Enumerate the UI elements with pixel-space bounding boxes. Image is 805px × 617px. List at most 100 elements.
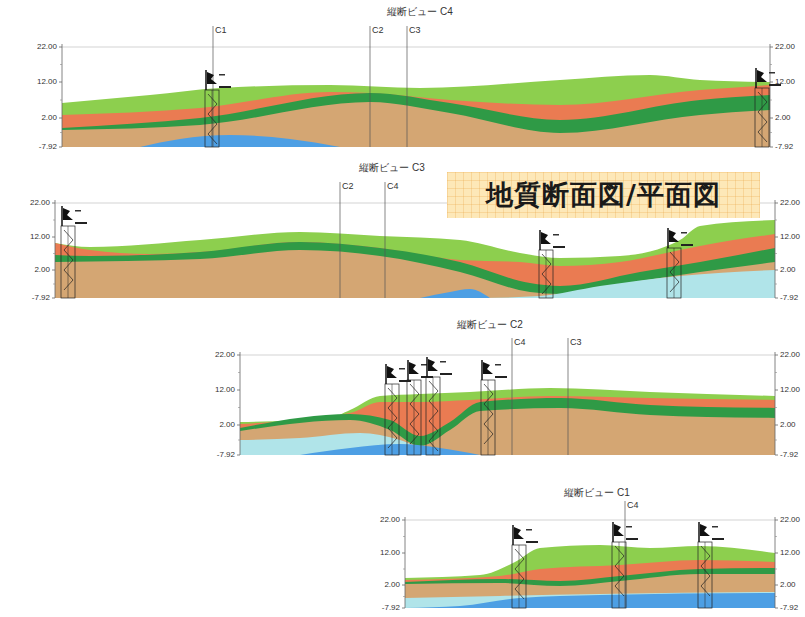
axis-tick bbox=[402, 520, 405, 521]
axis-tick bbox=[775, 553, 778, 554]
axis-value: 22.00 bbox=[215, 351, 235, 359]
axis-tick bbox=[52, 203, 55, 204]
section-marker-line bbox=[625, 501, 626, 608]
axis-value: 12.00 bbox=[775, 78, 795, 86]
axis-minor-tick bbox=[775, 284, 777, 285]
frame-line bbox=[405, 520, 775, 521]
borehole bbox=[481, 360, 507, 455]
strata-layer bbox=[240, 396, 775, 455]
strata-layer bbox=[405, 592, 775, 608]
section-title: 縦断ビュー C2 bbox=[457, 320, 523, 330]
axis-tick bbox=[237, 455, 240, 456]
axis-value: 2.00 bbox=[775, 114, 791, 122]
axis-value: -7.92 bbox=[32, 294, 50, 302]
section-marker: C3 bbox=[409, 26, 421, 35]
section-marker-line bbox=[568, 338, 569, 455]
axis-tick bbox=[775, 298, 778, 299]
frame-line bbox=[240, 355, 775, 356]
axis-minor-tick bbox=[403, 569, 405, 570]
axis-minor-tick bbox=[60, 132, 62, 133]
axis-value: -7.92 bbox=[780, 294, 798, 302]
axis-line bbox=[240, 352, 241, 455]
axis-value: 22.00 bbox=[780, 351, 800, 359]
axis-minor-tick bbox=[770, 132, 772, 133]
axis-minor-tick bbox=[775, 407, 777, 408]
axis-value: 12.00 bbox=[380, 549, 400, 557]
axis-value: 12.00 bbox=[30, 233, 50, 241]
section-marker: C4 bbox=[387, 182, 399, 191]
axis-line bbox=[775, 517, 776, 608]
strata-layer bbox=[405, 560, 775, 608]
axis-minor-tick bbox=[775, 536, 777, 537]
axis-minor-tick bbox=[60, 100, 62, 101]
axis-value: 2.00 bbox=[384, 581, 400, 589]
borehole bbox=[667, 228, 693, 298]
axis-value: -7.92 bbox=[780, 604, 798, 612]
axis-tick bbox=[52, 298, 55, 299]
axis-tick bbox=[775, 425, 778, 426]
axis-line bbox=[55, 200, 56, 298]
axis-tick bbox=[775, 270, 778, 271]
section-title: 縦断ビュー C4 bbox=[387, 7, 453, 17]
strata-layer bbox=[55, 234, 775, 298]
axis-minor-tick bbox=[775, 596, 777, 597]
axis-tick bbox=[402, 585, 405, 586]
section-marker-line bbox=[340, 182, 341, 298]
borehole bbox=[539, 230, 565, 298]
axis-tick bbox=[237, 425, 240, 426]
axis-value: 22.00 bbox=[780, 516, 800, 524]
axis-tick bbox=[770, 47, 773, 48]
axis-value: 2.00 bbox=[780, 421, 796, 429]
axis-tick bbox=[237, 390, 240, 391]
strata-layer bbox=[420, 289, 490, 298]
axis-value: 2.00 bbox=[41, 114, 57, 122]
axis-minor-tick bbox=[60, 64, 62, 65]
axis-tick bbox=[775, 390, 778, 391]
axis-value: 12.00 bbox=[215, 386, 235, 394]
axis-minor-tick bbox=[775, 569, 777, 570]
axis-value: 2.00 bbox=[219, 421, 235, 429]
axis-tick bbox=[775, 237, 778, 238]
strata-layer bbox=[405, 545, 775, 608]
axis-minor-tick bbox=[403, 596, 405, 597]
section-marker-line bbox=[512, 338, 513, 455]
axis-value: -7.92 bbox=[39, 143, 57, 151]
axis-line bbox=[405, 517, 406, 608]
borehole bbox=[61, 206, 87, 298]
axis-value: 22.00 bbox=[30, 199, 50, 207]
axis-value: 12.00 bbox=[780, 233, 800, 241]
section-title: 縦断ビュー C3 bbox=[359, 163, 425, 173]
axis-tick bbox=[59, 82, 62, 83]
strata-layer bbox=[55, 220, 775, 298]
borehole bbox=[512, 525, 538, 608]
axis-minor-tick bbox=[53, 284, 55, 285]
axis-tick bbox=[775, 585, 778, 586]
section-marker: C2 bbox=[342, 182, 354, 191]
axis-value: -7.92 bbox=[775, 143, 793, 151]
strata-layer bbox=[62, 102, 770, 147]
axis-minor-tick bbox=[770, 100, 772, 101]
strata-layer bbox=[62, 93, 770, 147]
strata-layer bbox=[62, 75, 770, 147]
banner-text: 地質断面図/平面図 bbox=[486, 177, 721, 213]
axis-value: 12.00 bbox=[780, 386, 800, 394]
section-panel bbox=[237, 338, 778, 455]
axis-line bbox=[775, 352, 776, 455]
axis-value: 12.00 bbox=[780, 549, 800, 557]
title-banner: 地質断面図/平面図 bbox=[447, 172, 760, 218]
section-marker-line bbox=[385, 182, 386, 298]
borehole bbox=[205, 70, 231, 147]
axis-minor-tick bbox=[238, 440, 240, 441]
axis-minor-tick bbox=[53, 253, 55, 254]
section-marker: C4 bbox=[627, 501, 639, 510]
axis-minor-tick bbox=[775, 253, 777, 254]
axis-tick bbox=[775, 203, 778, 204]
axis-value: -7.92 bbox=[382, 604, 400, 612]
section-marker: C3 bbox=[570, 338, 582, 347]
section-panel bbox=[402, 501, 778, 608]
axis-minor-tick bbox=[238, 407, 240, 408]
axis-value: 12.00 bbox=[37, 78, 57, 86]
axis-tick bbox=[52, 270, 55, 271]
